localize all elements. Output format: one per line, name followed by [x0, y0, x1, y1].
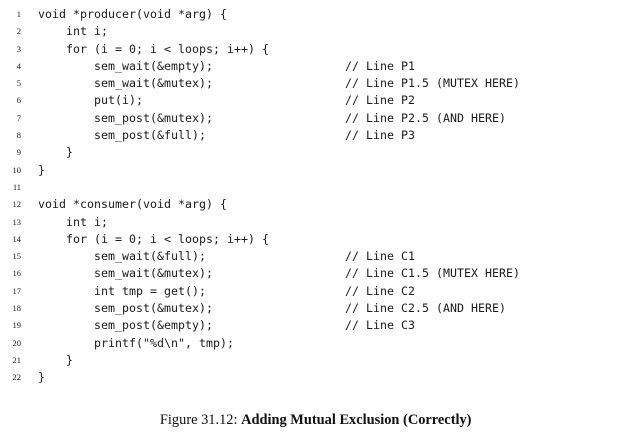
line-code: } [38, 162, 46, 177]
line-code: sem_wait(&mutex); [38, 266, 214, 281]
code-line: 8 sem_post(&full); // Line P3 [0, 127, 617, 144]
line-number: 7 [16, 112, 21, 123]
line-comment: // Line P1 [345, 58, 416, 73]
line-code: } [38, 370, 46, 385]
line-comment: // Line C2.5 (AND HERE) [345, 301, 507, 316]
line-code: sem_wait(&mutex); [38, 76, 214, 91]
line-code: } [38, 352, 74, 367]
line-number: 14 [12, 233, 22, 244]
code-line: 5 sem_wait(&mutex); // Line P1.5 (MUTEX H… [0, 75, 617, 92]
line-comment: // Line C1 [345, 249, 416, 264]
line-code: } [38, 145, 74, 160]
line-number: 8 [16, 130, 21, 141]
line-number: 19 [12, 320, 22, 331]
line-number: 1 [16, 9, 21, 19]
figure-caption-title: Adding Mutual Exclusion (Correctly) [241, 412, 472, 428]
line-number: 12 [12, 199, 22, 210]
line-number: 18 [12, 303, 22, 314]
line-number: 9 [16, 147, 21, 158]
line-comment: // Line C2 [345, 283, 416, 298]
line-comment: // Line P1.5 (MUTEX HERE) [345, 76, 521, 91]
code-line: 12 void *consumer(void *arg) { [0, 196, 617, 213]
code-line: 18 sem_post(&mutex); // Line C2.5 (AND HE… [0, 300, 617, 317]
line-number: 11 [12, 181, 21, 192]
code-line: 7 sem_post(&mutex); // Line P2.5 (AND HER… [0, 110, 617, 127]
line-code: void *producer(void *arg) { [38, 7, 228, 21]
code-line: 11 [0, 179, 617, 196]
line-code: sem_wait(&empty); [38, 58, 214, 73]
line-comment: // Line C3 [345, 318, 416, 333]
line-number: 4 [16, 60, 21, 71]
line-number: 20 [12, 337, 22, 348]
code-line: 6 put(i); // Line P2 [0, 92, 617, 109]
line-code: int i; [38, 214, 109, 229]
line-number: 10 [12, 164, 22, 175]
line-number: 2 [16, 26, 21, 37]
line-comment: // Line P3 [345, 128, 416, 143]
figure-caption: Figure 31.12: Adding Mutual Exclusion (C… [0, 393, 617, 447]
line-code: for (i = 0; i < loops; i++) { [38, 231, 270, 246]
code-line: 16 sem_wait(&mutex); // Line C1.5 (MUTEX … [0, 265, 617, 282]
code-line: 15 sem_wait(&full); // Line C1 [0, 248, 617, 265]
line-code: sem_post(&mutex); [38, 110, 214, 125]
code-line: 20 printf("%d\n", tmp); [0, 335, 617, 352]
line-code: sem_post(&full); [38, 128, 207, 143]
line-number: 5 [16, 78, 21, 89]
code-line: 14 for (i = 0; i < loops; i++) { [0, 231, 617, 248]
code-line: 22} [0, 369, 617, 386]
line-code: int i; [38, 24, 109, 39]
line-code: sem_wait(&full); [38, 249, 207, 264]
line-code: void *consumer(void *arg) { [38, 197, 228, 212]
line-number: 6 [16, 95, 21, 106]
line-code: put(i); [38, 93, 144, 108]
code-line: 21 } [0, 352, 617, 369]
code-line: 9 } [0, 144, 617, 161]
line-number: 21 [12, 354, 22, 365]
code-line: 10} [0, 162, 617, 179]
code-line: 3 for (i = 0; i < loops; i++) { [0, 41, 617, 58]
code-line: 1 void *producer(void *arg) { [0, 6, 617, 23]
line-number: 17 [12, 285, 22, 296]
line-code: sem_post(&empty); [38, 318, 214, 333]
code-line: 2 int i; [0, 23, 617, 40]
code-line: 4 sem_wait(&empty); // Line P1 [0, 58, 617, 75]
line-comment: // Line P2.5 (AND HERE) [345, 110, 507, 125]
code-line: 19 sem_post(&empty); // Line C3 [0, 317, 617, 334]
line-number: 3 [16, 43, 21, 54]
line-code: int tmp = get(); [38, 283, 207, 298]
code-line: 17 int tmp = get(); // Line C2 [0, 283, 617, 300]
line-comment: // Line C1.5 (MUTEX HERE) [345, 266, 521, 281]
line-number: 13 [12, 216, 22, 227]
figure-caption-label: Figure 31.12: [159, 412, 242, 428]
line-code: sem_post(&mutex); [38, 301, 214, 316]
line-number: 15 [12, 251, 22, 262]
line-comment: // Line P2 [345, 93, 416, 108]
line-number: 16 [12, 268, 22, 279]
code-line: 13 int i; [0, 214, 617, 231]
line-number: 22 [12, 372, 22, 383]
line-code: for (i = 0; i < loops; i++) { [38, 41, 270, 56]
line-code: printf("%d\n", tmp); [38, 335, 235, 350]
